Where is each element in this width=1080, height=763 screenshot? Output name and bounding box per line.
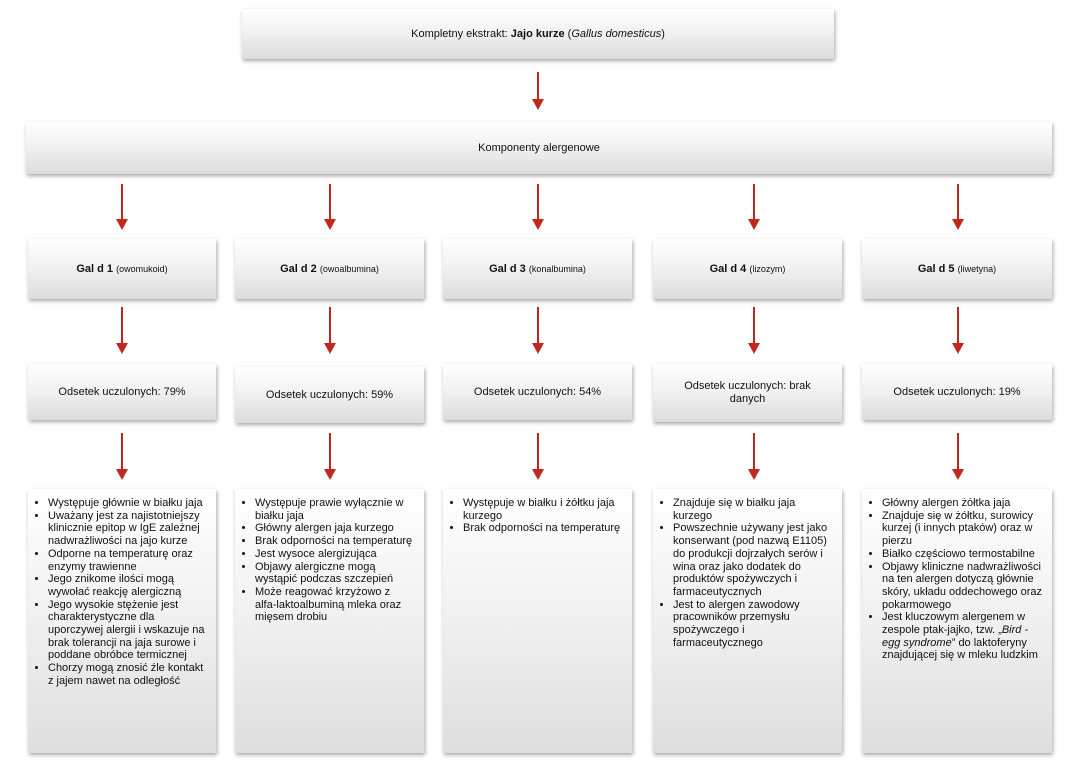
sensitized-box-gal-d-5: Odsetek uczulonych: 19%: [862, 364, 1052, 420]
allergen-box-gal-d-3: Gal d 3 (konalbumina): [443, 239, 632, 299]
down-arrow-icon: [952, 433, 964, 480]
fact-item: Jest kluczowym alergenem w zespole ptak-…: [882, 611, 1042, 662]
facts-list-gal-d-1: Występuje głównie w białku jaja Uważany …: [34, 497, 206, 688]
down-arrow-icon: [748, 184, 760, 230]
fact-item: Chorzy mogą znosić źle kontakt z jajem n…: [48, 662, 206, 687]
fact-item: Jest to alergen zawodowy pracowników prz…: [673, 599, 832, 650]
down-arrow-icon: [748, 433, 760, 480]
components-box: Komponenty alergenowe: [26, 122, 1052, 174]
down-arrow-icon: [324, 307, 336, 354]
down-arrow-icon: [952, 184, 964, 230]
fact-item: Brak odporności na temperaturę: [255, 535, 414, 548]
fact-item: Znajduje się w żółtku, surowicy kurzej (…: [882, 510, 1042, 548]
facts-list-gal-d-3: Występuje w białku i żółtku jaja kurzego…: [449, 497, 622, 535]
fact-item: Występuje prawie wyłącznie w białku jaja: [255, 497, 414, 522]
down-arrow-icon: [324, 433, 336, 480]
facts-list-gal-d-5: Główny alergen żółtka jaja Znajduje się …: [868, 497, 1042, 662]
down-arrow-icon: [116, 307, 128, 354]
fact-item: Objawy kliniczne nadwrażliwości na ten a…: [882, 561, 1042, 612]
down-arrow-icon: [532, 307, 544, 354]
allergen-box-gal-d-1: Gal d 1 (owomukoid): [28, 239, 216, 299]
down-arrow-icon: [116, 433, 128, 480]
fact-item: Objawy alergiczne mogą wystąpić podczas …: [255, 561, 414, 586]
facts-box-gal-d-3: Występuje w białku i żółtku jaja kurzego…: [443, 489, 632, 753]
fact-item: Występuje głównie w białku jaja: [48, 497, 206, 510]
fact-item: Główny alergen jaja kurzego: [255, 522, 414, 535]
fact-item: Jego wysokie stężenie jest charakterysty…: [48, 599, 206, 663]
fact-item: Główny alergen żółtka jaja: [882, 497, 1042, 510]
fact-item: Białko częściowo termostabilne: [882, 548, 1042, 561]
facts-box-gal-d-5: Główny alergen żółtka jaja Znajduje się …: [862, 489, 1052, 753]
sensitized-box-gal-d-3: Odsetek uczulonych: 54%: [443, 364, 632, 420]
fact-item: Odporne na temperaturę oraz enzymy trawi…: [48, 548, 206, 573]
components-label: Komponenty alergenowe: [478, 141, 600, 154]
sensitized-box-gal-d-4: Odsetek uczulonych: brak danych: [653, 364, 842, 422]
allergen-box-gal-d-5: Gal d 5 (liwetyna): [862, 239, 1052, 299]
down-arrow-icon: [532, 184, 544, 230]
facts-box-gal-d-2: Występuje prawie wyłącznie w białku jaja…: [235, 489, 424, 753]
down-arrow-icon: [952, 307, 964, 354]
allergen-box-gal-d-4: Gal d 4 (lizozym): [653, 239, 842, 299]
fact-item: Brak odporności na temperaturę: [463, 522, 622, 535]
fact-item: Występuje w białku i żółtku jaja kurzego: [463, 497, 622, 522]
down-arrow-icon: [532, 72, 544, 110]
fact-item: Uważany jest za najistotniejszy kliniczn…: [48, 510, 206, 548]
facts-box-gal-d-4: Znajduje się w białku jaja kurzego Powsz…: [653, 489, 842, 753]
down-arrow-icon: [532, 433, 544, 480]
fact-item: Znajduje się w białku jaja kurzego: [673, 497, 832, 522]
extract-title: Kompletny ekstrakt: Jajo kurze (Gallus d…: [411, 27, 665, 40]
facts-list-gal-d-2: Występuje prawie wyłącznie w białku jaja…: [241, 497, 414, 624]
extract-title-box: Kompletny ekstrakt: Jajo kurze (Gallus d…: [242, 9, 834, 59]
down-arrow-icon: [748, 307, 760, 354]
fact-item: Jest wysoce alergizująca: [255, 548, 414, 561]
down-arrow-icon: [324, 184, 336, 230]
sensitized-box-gal-d-2: Odsetek uczulonych: 59%: [235, 367, 424, 423]
facts-list-gal-d-4: Znajduje się w białku jaja kurzego Powsz…: [659, 497, 832, 649]
fact-item: Może reagować krzyżowo z alfa-laktoalbum…: [255, 586, 414, 624]
fact-item: Powszechnie używany jest jako konserwant…: [673, 522, 832, 598]
facts-box-gal-d-1: Występuje głównie w białku jaja Uważany …: [28, 489, 216, 753]
sensitized-box-gal-d-1: Odsetek uczulonych: 79%: [28, 364, 216, 420]
fact-item: Jego znikome ilości mogą wywołać reakcję…: [48, 573, 206, 598]
down-arrow-icon: [116, 184, 128, 230]
allergen-box-gal-d-2: Gal d 2 (owoalbumina): [235, 239, 424, 299]
